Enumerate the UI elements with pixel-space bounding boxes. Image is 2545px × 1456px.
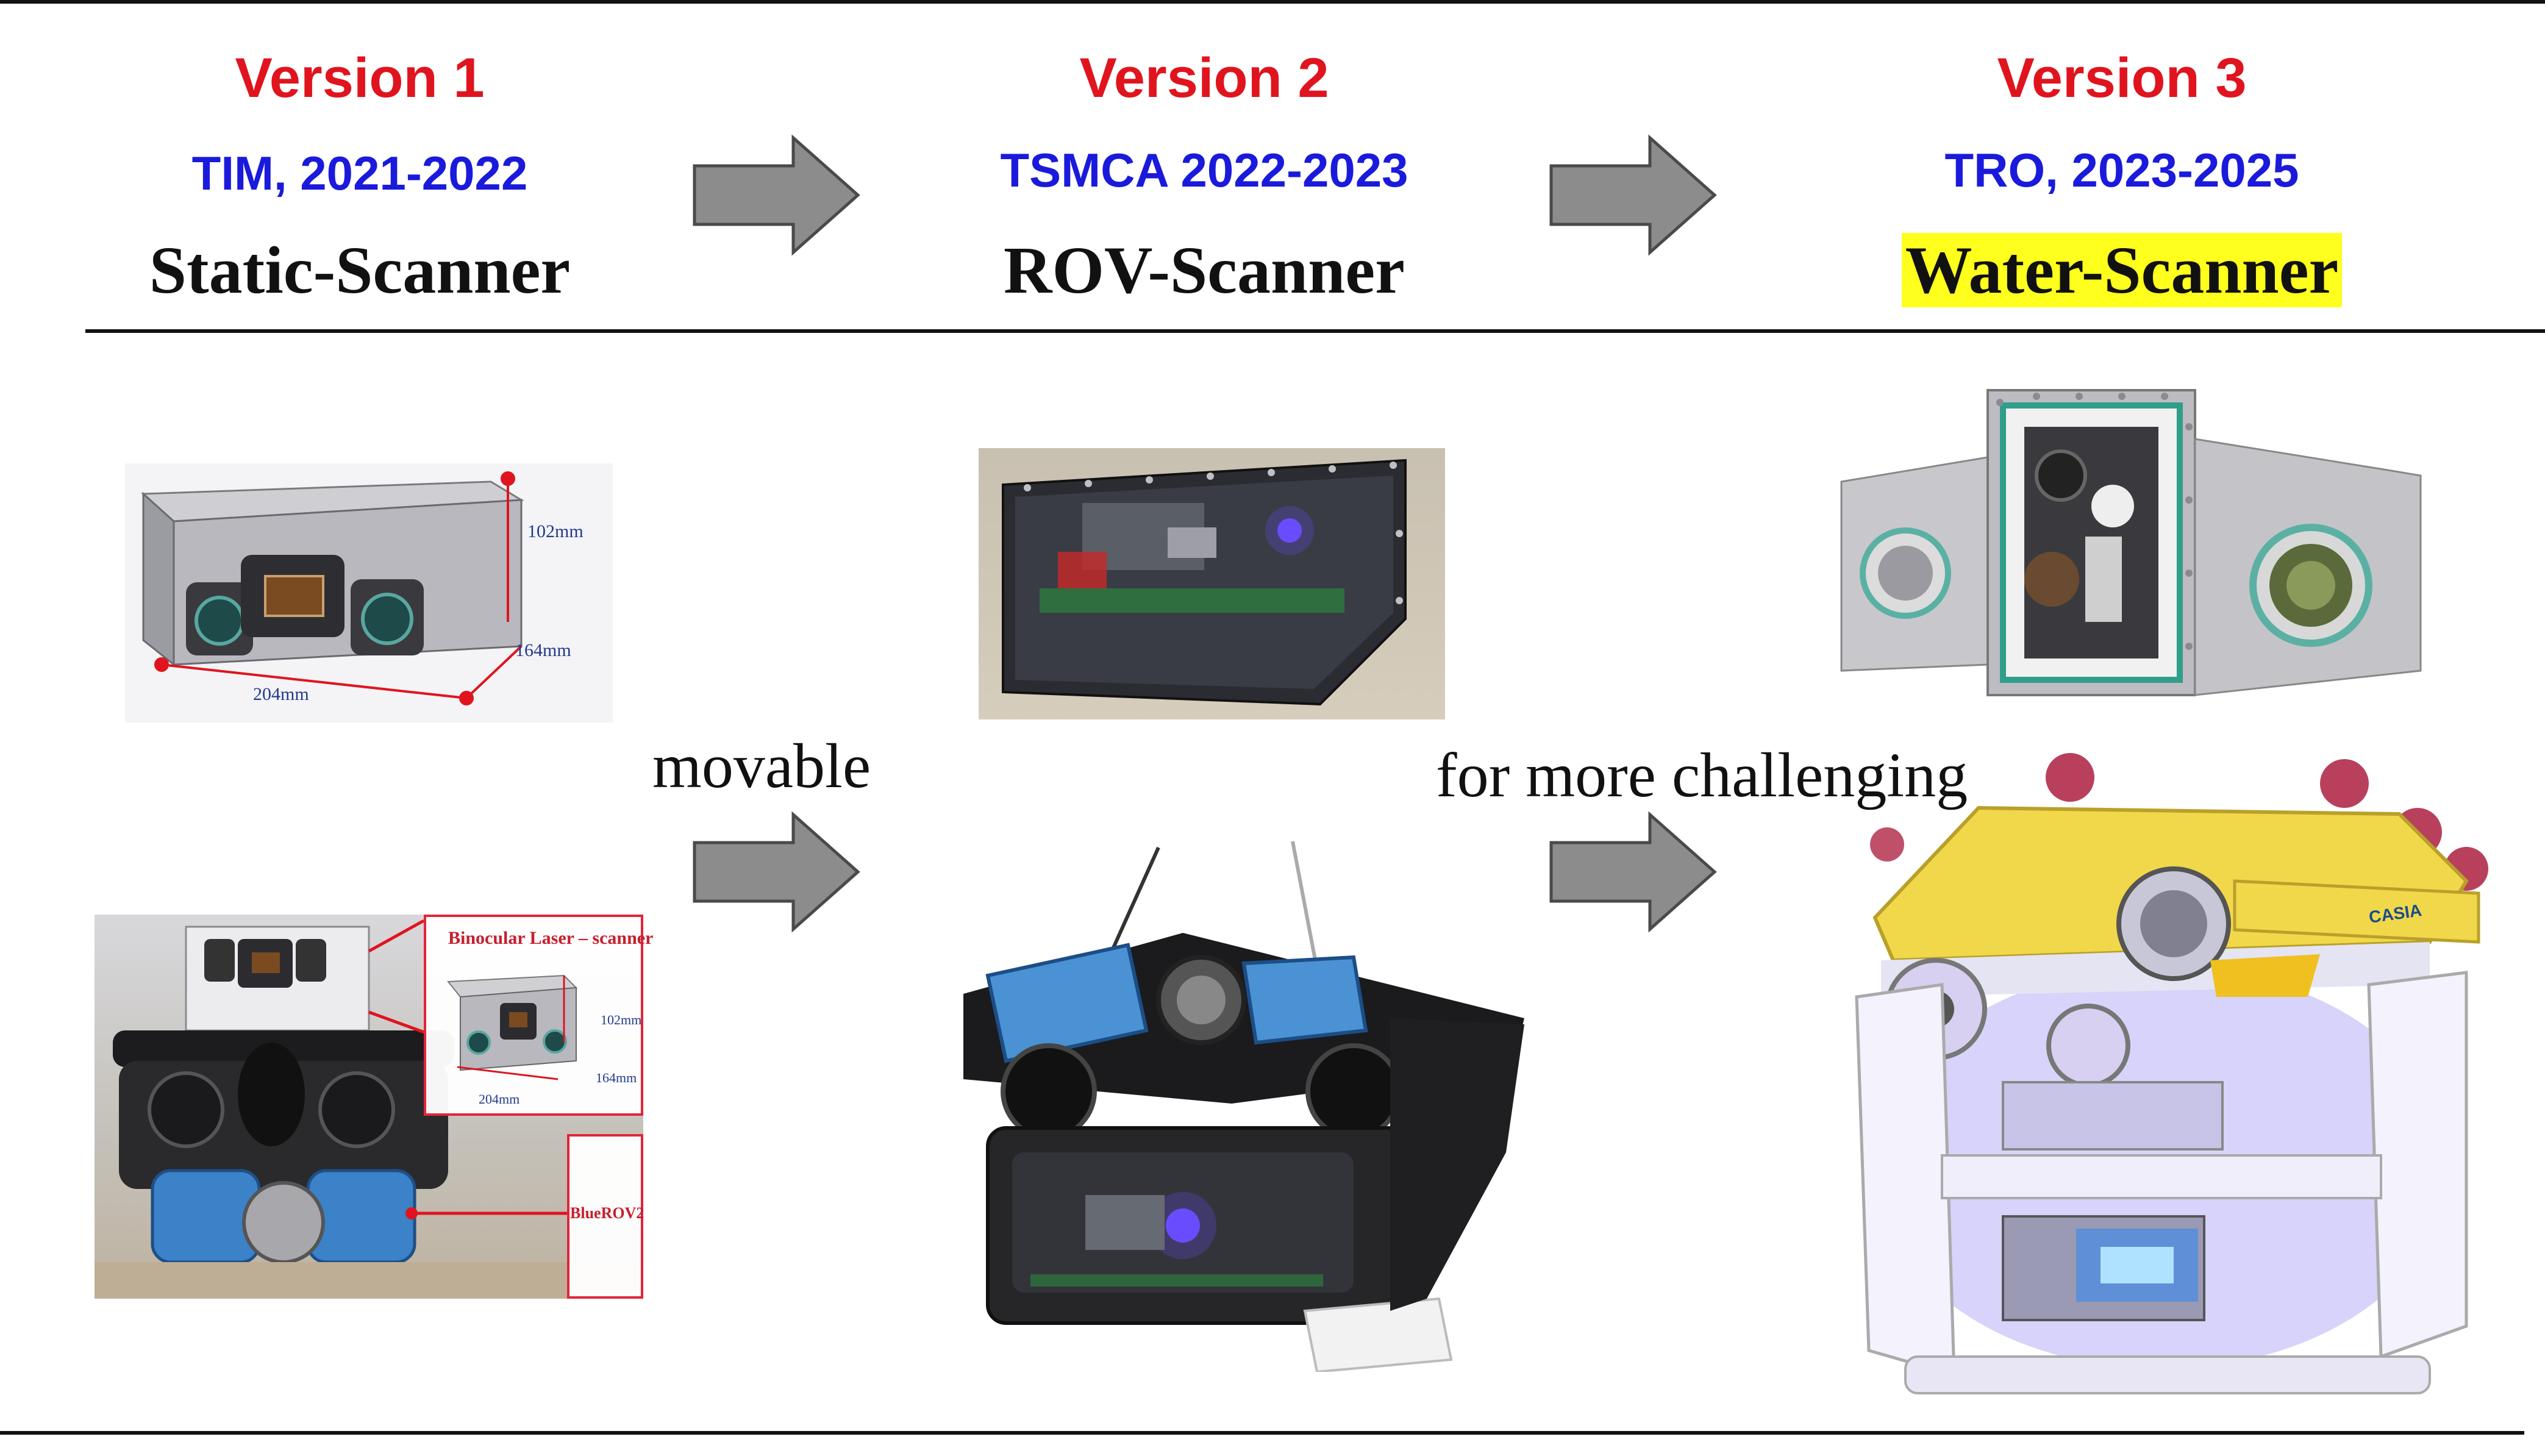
scanner-box-illustration	[141, 471, 524, 705]
challenging-caption: for more challenging	[1436, 740, 1968, 810]
water-scanner-rov-illustration	[1855, 753, 2488, 1394]
right-arrow-icon	[693, 134, 860, 256]
v3-scanner-photo	[1823, 378, 2439, 716]
version-1-name: Static-Scanner	[149, 233, 571, 307]
version-1-venue: TIM, 2021-2022	[191, 146, 528, 200]
rov-scanner-housing-illustration	[1002, 459, 1407, 706]
top-rule	[0, 0, 2545, 4]
v1-scanner-photo: 102mm 164mm 204mm	[125, 463, 613, 723]
v1-dim-width: 204mm	[253, 684, 309, 704]
version-3-title: Version 3	[1997, 47, 2247, 109]
version-3-name: Water-Scanner	[1786, 233, 2457, 307]
v2-scanner-photo	[979, 448, 1445, 719]
version-2-header: Version 2 TSMCA 2022-2023 ROV-Scanner	[869, 0, 1540, 329]
inset-dim-depth: 164mm	[596, 1070, 637, 1085]
inset-dim-height: 102mm	[601, 1012, 642, 1027]
version-2-title: Version 2	[1079, 47, 1329, 109]
v3-rov-photo: CASIA	[1820, 741, 2497, 1427]
scanner-callout-label: Binocular Laser – scanner	[448, 928, 654, 948]
v2-rov-photo	[927, 835, 1549, 1372]
version-2-name: ROV-Scanner	[1004, 233, 1405, 307]
inset-dim-width: 204mm	[479, 1091, 520, 1107]
right-arrow-icon	[1549, 811, 1717, 933]
version-3-header: Version 3 TRO, 2023-2025 Water-Scanner	[1786, 0, 2457, 329]
v1-dim-height: 102mm	[527, 521, 584, 541]
movable-caption: movable	[652, 731, 871, 801]
water-scanner-housing-illustration	[1840, 389, 2422, 696]
bluerov2-illustration	[95, 919, 643, 1299]
version-3-venue: TRO, 2023-2025	[1944, 143, 2299, 197]
v1-dim-depth: 164mm	[515, 640, 571, 660]
version-1-title: Version 1	[235, 47, 485, 109]
rov-scanner-robot-illustration	[963, 841, 1524, 1372]
right-arrow-icon	[1549, 134, 1717, 256]
version-2-venue: TSMCA 2022-2023	[1000, 143, 1408, 197]
right-arrow-icon	[693, 811, 860, 933]
bottom-rule	[0, 1431, 2524, 1435]
rov-callout-box	[567, 1134, 643, 1299]
version-1-header: Version 1 TIM, 2021-2022 Static-Scanner	[24, 0, 695, 329]
v1-rov-photo: Binocular Laser – scanner 102mm 164mm 20…	[95, 915, 653, 1299]
scanner-inset-illustration	[447, 974, 578, 1080]
version-3-name-highlight: Water-Scanner	[1901, 233, 2343, 307]
header-divider	[85, 329, 2545, 333]
rov-callout-label: BlueROV2	[570, 1204, 644, 1222]
